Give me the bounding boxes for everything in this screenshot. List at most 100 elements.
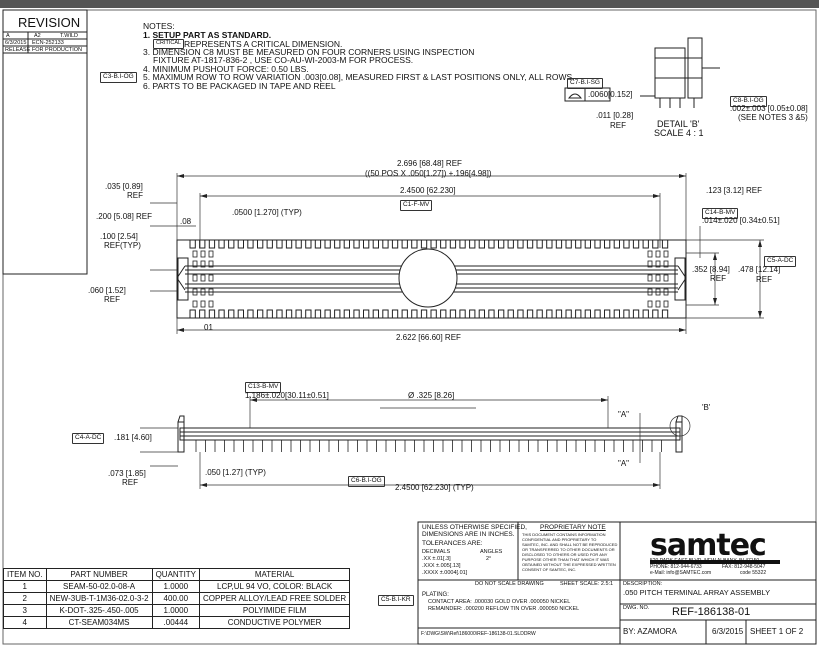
company-email: e-Mail: info@SAMTEC.com	[650, 570, 712, 576]
tol-angles-label: ANGLES	[480, 549, 503, 555]
note-4: 4. MINIMUM PUSHOUT FORCE: 0.50 LBS.	[143, 64, 309, 74]
pin-contact	[647, 250, 653, 258]
dwg-label: DWG. NO.	[623, 605, 650, 611]
bom-material: CONDUCTIVE POLYMER	[199, 616, 351, 629]
c5-tag: C5-A-DC	[764, 256, 797, 267]
pin-contact	[663, 288, 669, 296]
c1-tag: C1-F-MV	[400, 200, 433, 211]
bom-material: POLYIMIDE FILM	[199, 604, 351, 617]
drawing-date: 6/3/2015	[712, 627, 744, 636]
dim-060-ref: REF	[104, 295, 120, 304]
tol-xxx: .XXX ±.005[.13]	[422, 563, 461, 569]
side-pitch-typ: .050 [1.27] (TYP)	[205, 468, 266, 477]
dim-100-reftyp: REF(TYP)	[104, 241, 141, 250]
note-1: 1. SETUP PART AS STANDARD.	[143, 30, 272, 40]
c4-tag: C4-A-DC	[72, 433, 105, 444]
pin-contact	[208, 274, 214, 282]
description-label: DESCRIPTION:	[623, 581, 663, 587]
pin-contact	[200, 250, 206, 258]
pin-contact	[647, 288, 653, 296]
bom-item: 1	[3, 580, 47, 593]
revision-title: REVISION	[18, 15, 81, 30]
revision-col-rev: A2	[34, 33, 41, 39]
revision-ecn: ECN-252133	[32, 40, 64, 46]
tol-line-3: TOLERANCES ARE:	[422, 540, 483, 547]
dim-060: .060 [1.52]	[88, 286, 126, 295]
pin-contact	[208, 260, 214, 268]
proprietary-line-8: CONSENT OF SAMTEC, INC.	[522, 567, 577, 572]
c14-tag: C14-B-MV	[702, 208, 739, 219]
pin-contact	[663, 260, 669, 268]
pin-contact	[663, 300, 669, 308]
dim-200: .200 [5.08] REF	[96, 212, 153, 221]
pin-01-label: 01	[204, 323, 213, 332]
c7-tag: C7-B.I-SG	[567, 78, 603, 89]
dim-478-ref: REF	[756, 275, 772, 284]
pin-contact	[208, 288, 214, 296]
c8-tag: C8-B.I-OG	[730, 96, 767, 107]
tol-angle-value: 2°	[486, 556, 492, 562]
bom-header-row: ITEM NO. PART NUMBER QUANTITY MATERIAL	[3, 568, 351, 581]
bom-header-qty: QUANTITY	[151, 568, 201, 581]
bottom-length-ref: 2.622 [66.60] REF	[396, 333, 461, 342]
logo-underline	[650, 560, 780, 564]
pin-contact	[647, 274, 653, 282]
pin-contact	[655, 250, 661, 258]
revision-col-by: T.WILD	[60, 33, 79, 39]
pin-contact	[192, 260, 198, 268]
bom-header-part: PART NUMBER	[45, 568, 153, 581]
pin-contact	[192, 288, 198, 296]
do-not-scale: DO NOT SCALE DRAWING	[475, 581, 544, 587]
pin-contact	[647, 300, 653, 308]
bom-row: 3 K-DOT-.325-.450-.005 1.0000 POLYIMIDE …	[3, 604, 351, 617]
plating-contact: CONTACT AREA: .000030 GOLD OVER .000050 …	[428, 599, 571, 605]
description: .050 PITCH TERMINAL ARRAY ASSEMBLY	[623, 588, 771, 597]
detail-ref: REF	[610, 121, 626, 130]
dim-352: .352 [8.94]	[692, 265, 730, 274]
bom-qty: 1.0000	[151, 580, 201, 593]
proprietary-line-7: OBTAINED WITHOUT THE EXPRESSED WRITTEN	[522, 562, 616, 567]
c8-note: (SEE NOTES 3 &5)	[738, 113, 808, 122]
bom-part: CT-SEAM034MS	[45, 616, 153, 629]
detail-title: DETAIL 'B'	[657, 119, 700, 129]
sheet-scale: SHEET SCALE: 2.5:1	[560, 581, 614, 587]
bom-qty: 1.0000	[151, 604, 201, 617]
dim-123: .123 [3.12] REF	[706, 186, 763, 195]
bom-item: 2	[3, 592, 47, 605]
company-code: code 55322	[740, 570, 767, 576]
detail-dim-011: .011 [0.28]	[596, 111, 634, 120]
sheet-number: SHEET 1 OF 2	[750, 627, 804, 636]
row-length: 2.4500 [62.230]	[400, 186, 456, 195]
drawn-by: BY: AZAMORA	[623, 627, 677, 636]
proprietary-line-2: CONFIDENTIAL AND PROPRIETARY TO	[522, 537, 597, 542]
pin-contact	[663, 274, 669, 282]
note-3-cont: FIXTURE AT-1817-836-2 , USE CO-AU-WI-200…	[153, 55, 414, 65]
c13-tag: C13-B-MV	[245, 382, 282, 393]
file-path: F:\DWG\SW\Ref\186000\REF-186138-01.SLDDR…	[421, 631, 536, 637]
bom-item: 3	[3, 604, 47, 617]
dim-035: .035 [0.89]	[105, 182, 143, 191]
plating-label: PLATING:	[422, 592, 449, 598]
pin-contact	[200, 260, 206, 268]
drawing-canvas	[2, 9, 817, 645]
position-formula: ((50 POS X .050[1.27]) +.196[4.98])	[365, 169, 492, 178]
bom-qty: .00444	[151, 616, 201, 629]
dim-035-ref: REF	[127, 191, 143, 200]
bom-part: NEW-3UB-T-1M36-02.0-3-2	[45, 592, 153, 605]
note-3: 3. DIMENSION C8 MUST BE MEASURED ON FOUR…	[143, 47, 475, 57]
pin-contact	[663, 250, 669, 258]
detail-b-callout: 'B'	[702, 403, 711, 412]
tol-xxxx: .XXXX ±.0004[.01]	[422, 570, 468, 576]
diameter-325: Ø .325 [8.26]	[408, 391, 455, 400]
c14-dimension: .014±.020 [0.34±0.51]	[702, 216, 780, 225]
dim-100: .100 [2.54]	[100, 232, 138, 241]
flatness-value: .0060[0.152]	[588, 90, 633, 99]
side-row-length: 2.4500 [62.230] (TYP)	[395, 483, 474, 492]
detail-b-sketch	[564, 37, 720, 108]
section-a-bottom: "A"	[618, 459, 630, 468]
company-phone: PHONE: 812-944-6733	[650, 564, 702, 570]
company-fax: FAX: 812-948-5047	[722, 564, 766, 570]
pitch-typ: .0500 [1.270] (TYP)	[232, 208, 302, 217]
drawing-number: REF-186138-01	[672, 606, 751, 618]
pin-contact	[192, 250, 198, 258]
